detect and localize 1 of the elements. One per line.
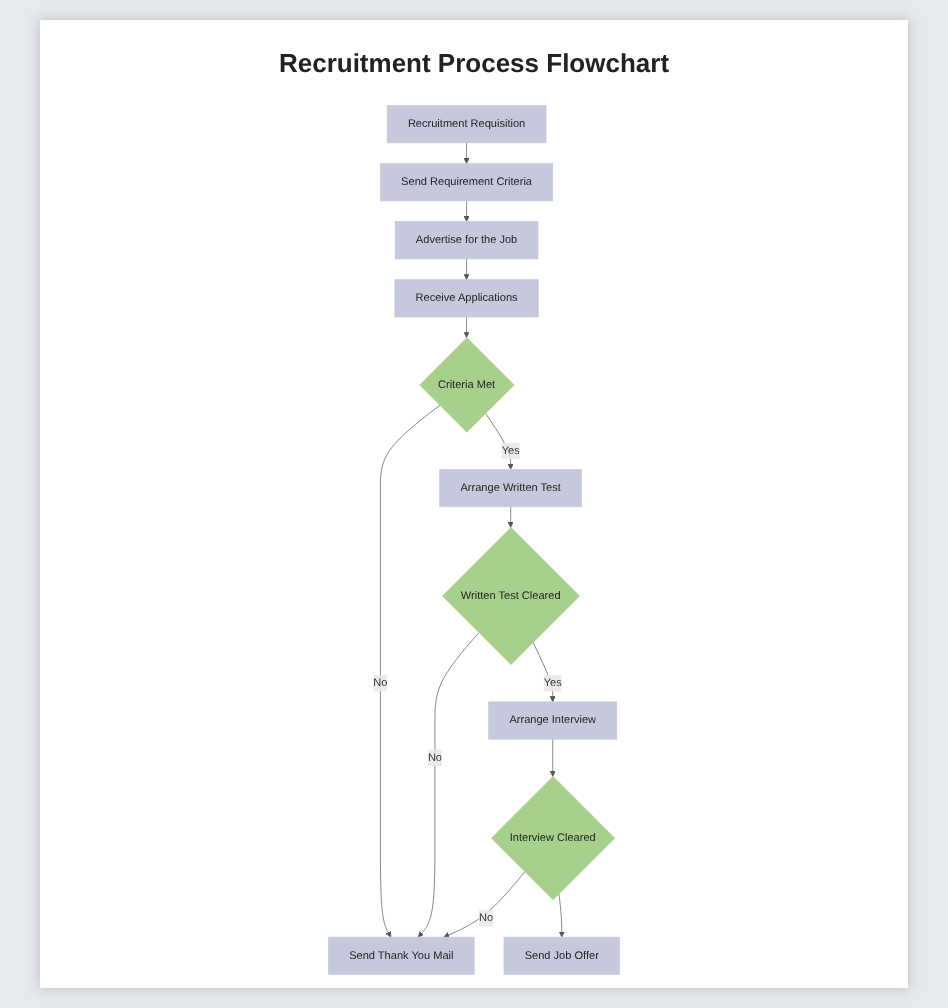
chart-title: Recruitment Process Flowchart bbox=[278, 48, 670, 78]
